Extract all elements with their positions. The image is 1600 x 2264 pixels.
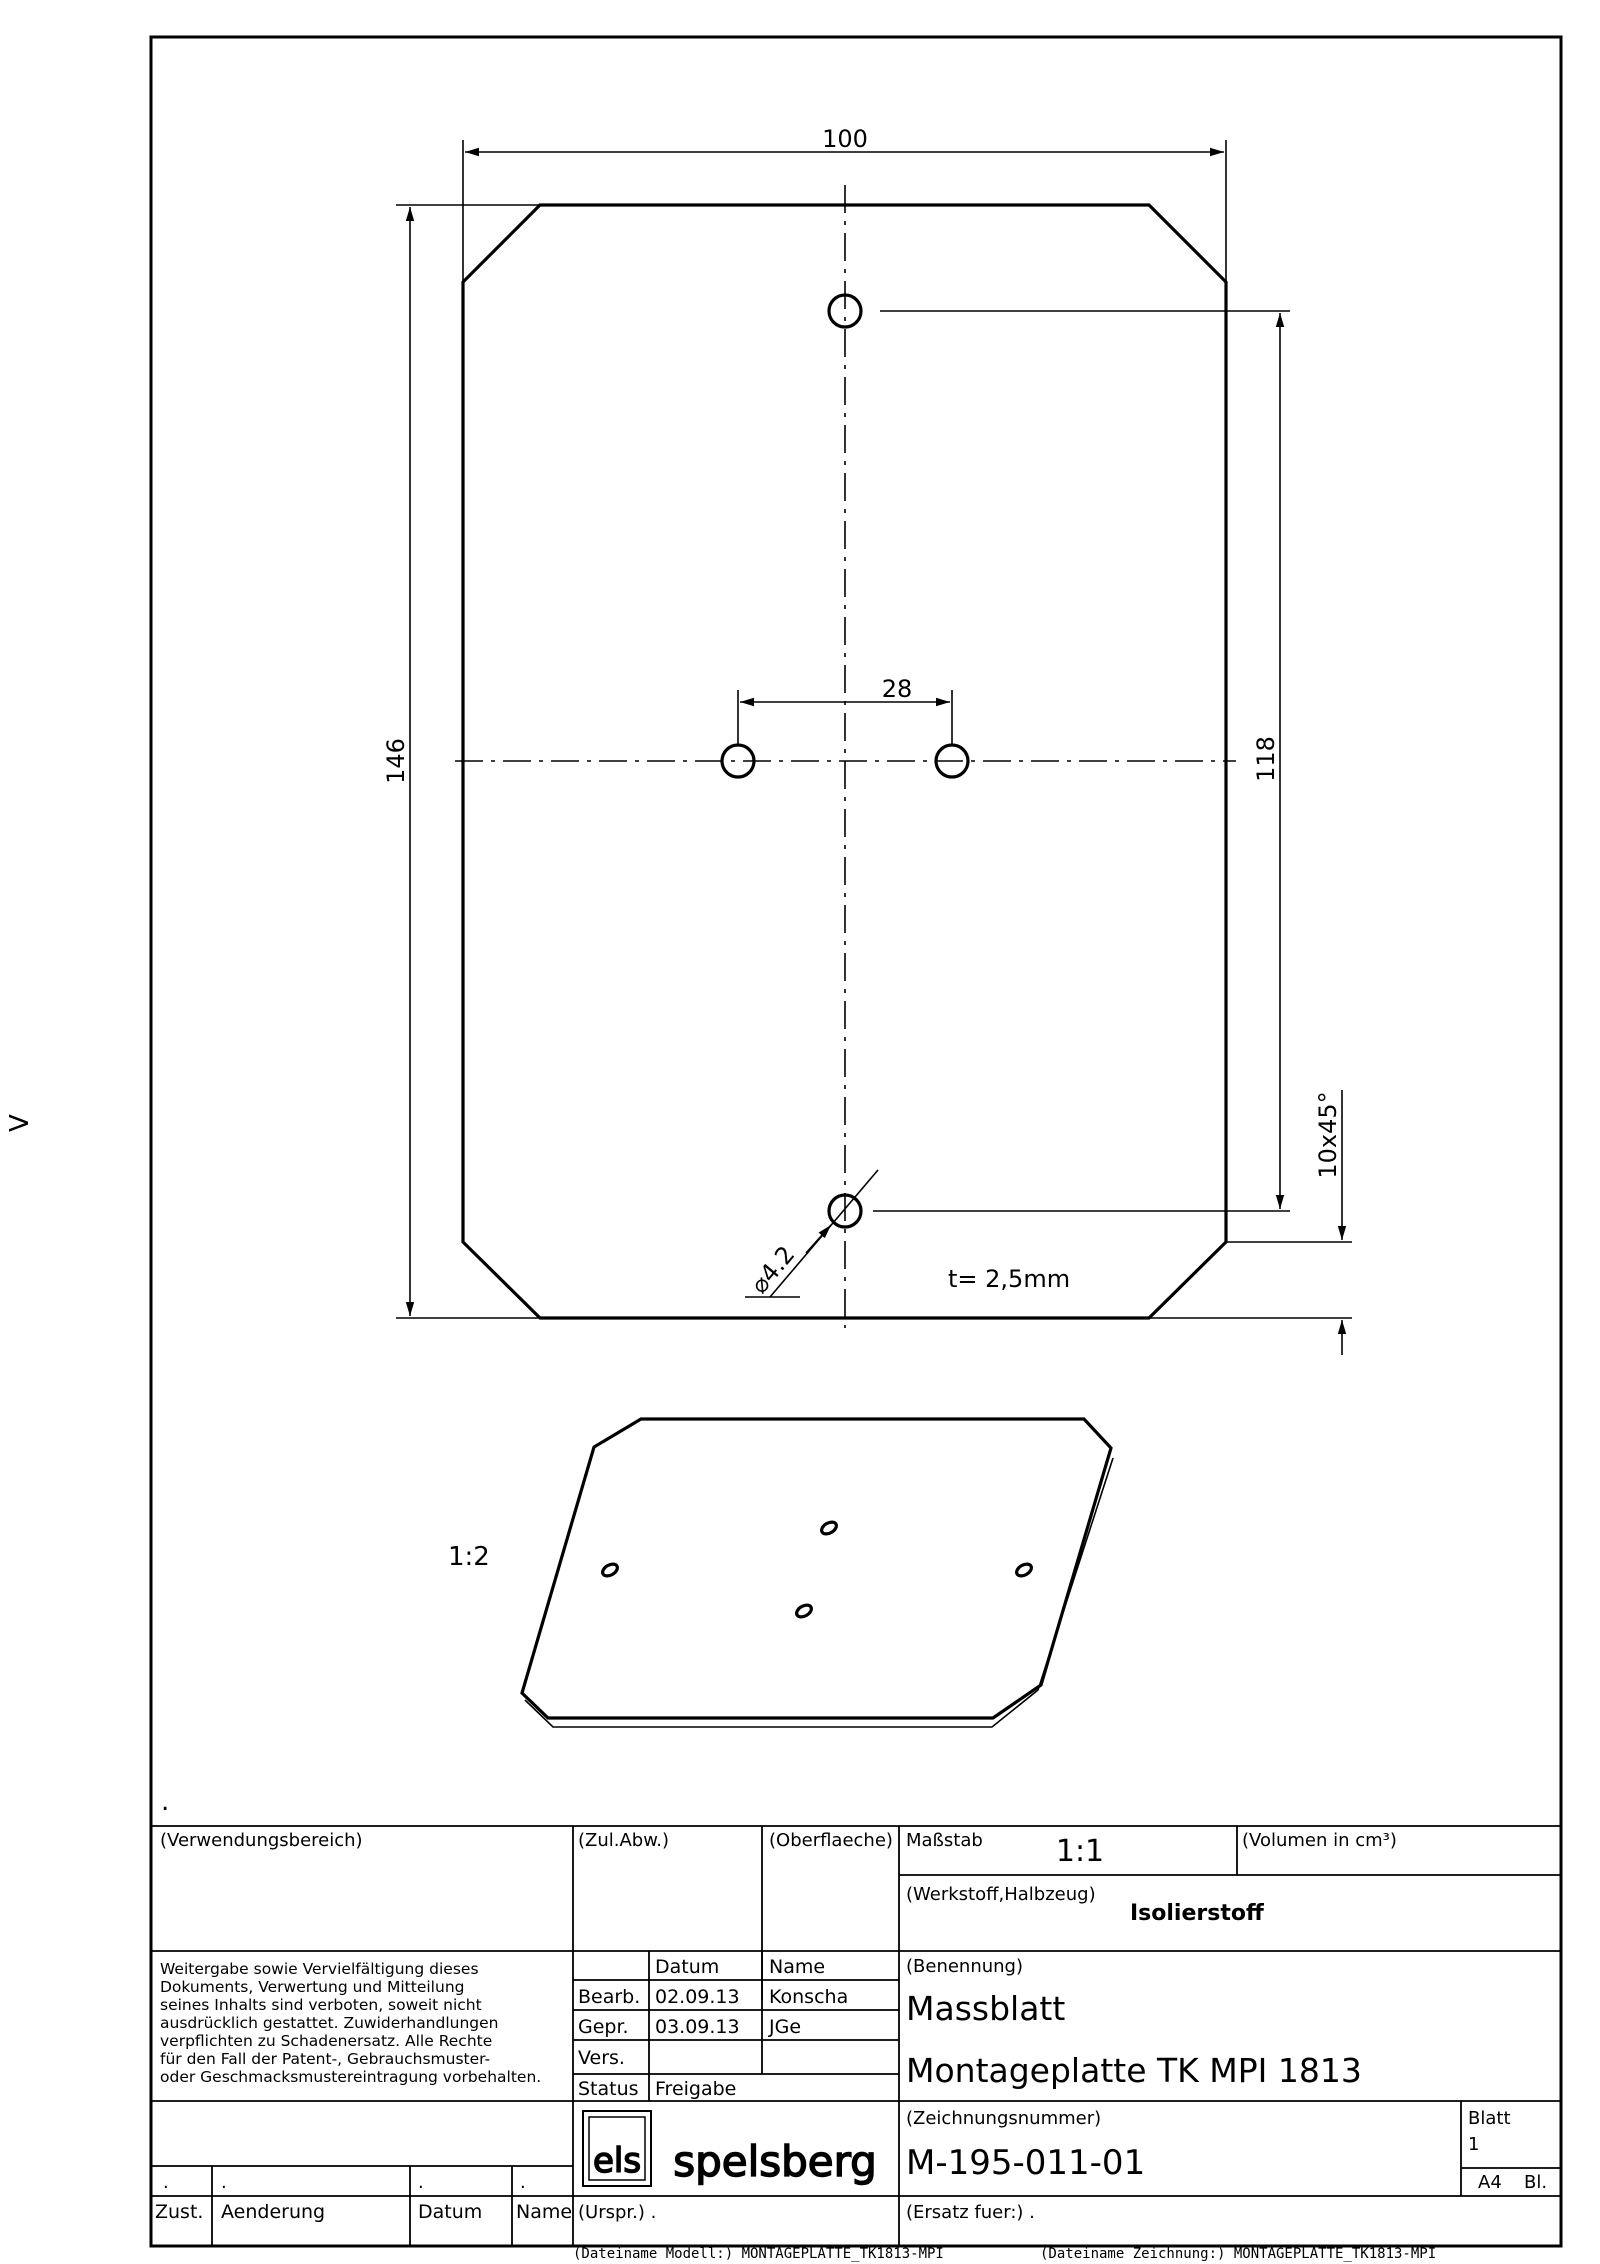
copyright-notice: Weitergabe sowie Vervielfältigung dieses… [160,1960,541,2086]
ersatz-label: (Ersatz fuer:) . [906,2202,1035,2223]
bl-label: Bl. [1524,2172,1547,2193]
hole-top [827,293,863,329]
werkstoff-label: (Werkstoff,Halbzeug) [906,1884,1096,1905]
name-header: Name [769,1956,825,1978]
gepr-name: JGe [768,2016,801,2038]
revision-dot-2: . [221,2172,227,2193]
side-mark: V [5,1114,35,1132]
volumen-label: (Volumen in cm³) [1242,1830,1397,1851]
svg-text:Weitergabe sowie Vervielfältig: Weitergabe sowie Vervielfältigung dieses [160,1960,479,1978]
gepr-datum: 03.09.13 [655,2016,740,2038]
blatt-label: Blatt [1468,2108,1511,2129]
spelsberg-logo: els spelsberg [582,2110,878,2187]
zeichnungsnummer-value: M-195-011-01 [906,2143,1145,2183]
bearb-datum: 02.09.13 [655,1986,740,2008]
massstab-value: 1:1 [1056,1834,1104,1869]
gepr-label: Gepr. [578,2016,629,2038]
verwendungsbereich-label: (Verwendungsbereich) [160,1830,363,1851]
revision-dot-1: . [163,2172,169,2193]
svg-text:seines Inhalts sind verboten,: seines Inhalts sind verboten, soweit nic… [160,1996,482,2014]
drawing-title-line2: Montageplatte TK MPI 1813 [906,2051,1362,2090]
zust-label: Zust. [155,2201,203,2223]
benennung-label: (Benennung) [906,1956,1023,1977]
dot-mark: . [161,1787,169,1817]
datum-header: Datum [655,1956,719,1978]
svg-text:für den Fall der Patent-, Gebr: für den Fall der Patent-, Gebrauchsmuste… [160,2050,490,2068]
status-value: Freigabe [655,2078,736,2100]
format-value: A4 [1478,2172,1502,2193]
hole-bottom [827,1193,863,1229]
drawing-frame [149,35,1563,2248]
ursprung-label: (Urspr.) . [578,2202,656,2223]
svg-text:ausdrücklich gestattet. Zuwide: ausdrücklich gestattet. Zuwiderhandlunge… [160,2014,499,2032]
title-block: (Verwendungsbereich) (Zul.Abw.) (Oberfla… [151,1825,1561,2246]
svg-text:verpflichten zu Schadenersatz.: verpflichten zu Schadenersatz. Alle Rech… [160,2032,492,2050]
revision-name-label: Name [516,2201,572,2223]
iso-hole-2 [601,1562,619,1578]
iso-scale-label: 1:2 [448,1542,490,1572]
dimension-hole-spacing-label: 28 [882,675,913,703]
bearb-label: Bearb. [578,1986,640,2008]
plate-front-view [455,185,1236,1328]
dimension-chamfer: 10x45° [1149,1090,1352,1355]
status-label: Status [578,2078,639,2100]
massstab-label: Maßstab [906,1830,983,1851]
svg-text:Dokuments, Verwertung und Mitt: Dokuments, Verwertung und Mitteilung [160,1978,464,1996]
logo-spelsberg-text: spelsberg [673,2137,877,2186]
dimension-hole-spacing: 28 [737,675,953,745]
vers-label: Vers. [578,2047,625,2069]
revision-datum-label: Datum [418,2201,482,2223]
revision-dot-4: . [520,2172,526,2193]
dimension-hole-vertical-label: 118 [1252,736,1280,782]
drawing-title-line1: Massblatt [906,1989,1065,2028]
svg-text:oder Geschmacksmustereintragun: oder Geschmacksmustereintragung vorbehal… [160,2068,541,2086]
bearb-name: Konscha [769,1986,848,2008]
zeichnungsnummer-label: (Zeichnungsnummer) [906,2108,1101,2129]
dimension-width: 100 [462,125,1227,282]
footer-model-filename: (Dateiname Modell:) MONTAGEPLATTE_TK1813… [573,2246,944,2262]
revision-dot-3: . [418,2172,424,2193]
logo-els-text: els [593,2141,641,2181]
dimension-chamfer-label: 10x45° [1314,1091,1342,1178]
dimension-hole-vertical: 118 [873,310,1290,1212]
dimension-hole-diameter-label: ⌀4.2 [745,1241,800,1299]
werkstoff-value: Isolierstoff [1130,1901,1265,1926]
oberflaeche-label: (Oberflaeche) [769,1830,893,1851]
plate-isometric-view [520,1417,1114,1728]
iso-hole-3 [1015,1562,1033,1578]
iso-plate-outline [520,1417,1113,1720]
dimension-height-label: 146 [382,738,410,784]
thickness-note: t= 2,5mm [948,1265,1070,1293]
dimension-width-label: 100 [822,125,868,153]
dimension-hole-diameter: ⌀4.2 [745,1169,879,1299]
zul-abw-label: (Zul.Abw.) [578,1830,669,1851]
iso-hole-1 [820,1520,838,1536]
footer-drawing-filename: (Dateiname Zeichnung:) MONTAGEPLATTE_TK1… [1040,2246,1436,2262]
dimension-height: 146 [382,204,540,1319]
aenderung-label: Aenderung [221,2201,325,2223]
iso-plate-bottom-edge [524,1457,1114,1728]
blatt-value: 1 [1468,2134,1479,2155]
iso-hole-4 [795,1603,813,1619]
